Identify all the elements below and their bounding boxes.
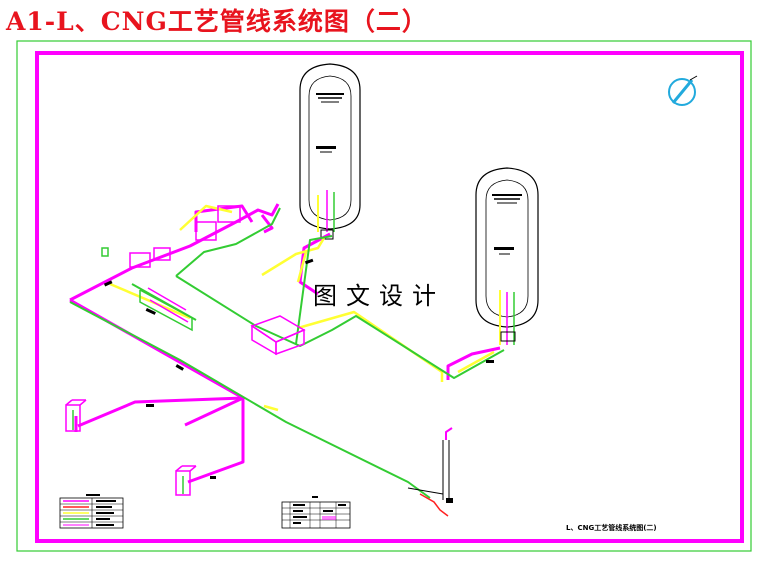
- north-arrow-icon: [668, 75, 698, 106]
- inner-frame: [35, 51, 744, 543]
- yellow-pipeline: [109, 204, 495, 412]
- storage-tank-2: [475, 167, 539, 345]
- equipment-table: [281, 496, 351, 529]
- magenta-pipeline: [69, 203, 501, 484]
- vessel-left-1: [65, 399, 87, 432]
- drawing-title-caption: L、CNG工艺管线系统图(二): [566, 524, 657, 532]
- storage-tank-1: [299, 63, 361, 240]
- pipe-legend-table: [59, 494, 124, 529]
- equipment-skid: [101, 205, 241, 332]
- outer-frame: [16, 40, 752, 552]
- watermark-text: 图文设计: [313, 282, 445, 310]
- valve-markers: [103, 258, 494, 479]
- vent-stack: [407, 427, 453, 517]
- center-equipment-box: [250, 315, 306, 356]
- page-title: A1-L、CNG工艺管线系统图（二）: [6, 7, 428, 36]
- vessel-left-2: [175, 465, 197, 496]
- green-pipeline: [69, 207, 505, 499]
